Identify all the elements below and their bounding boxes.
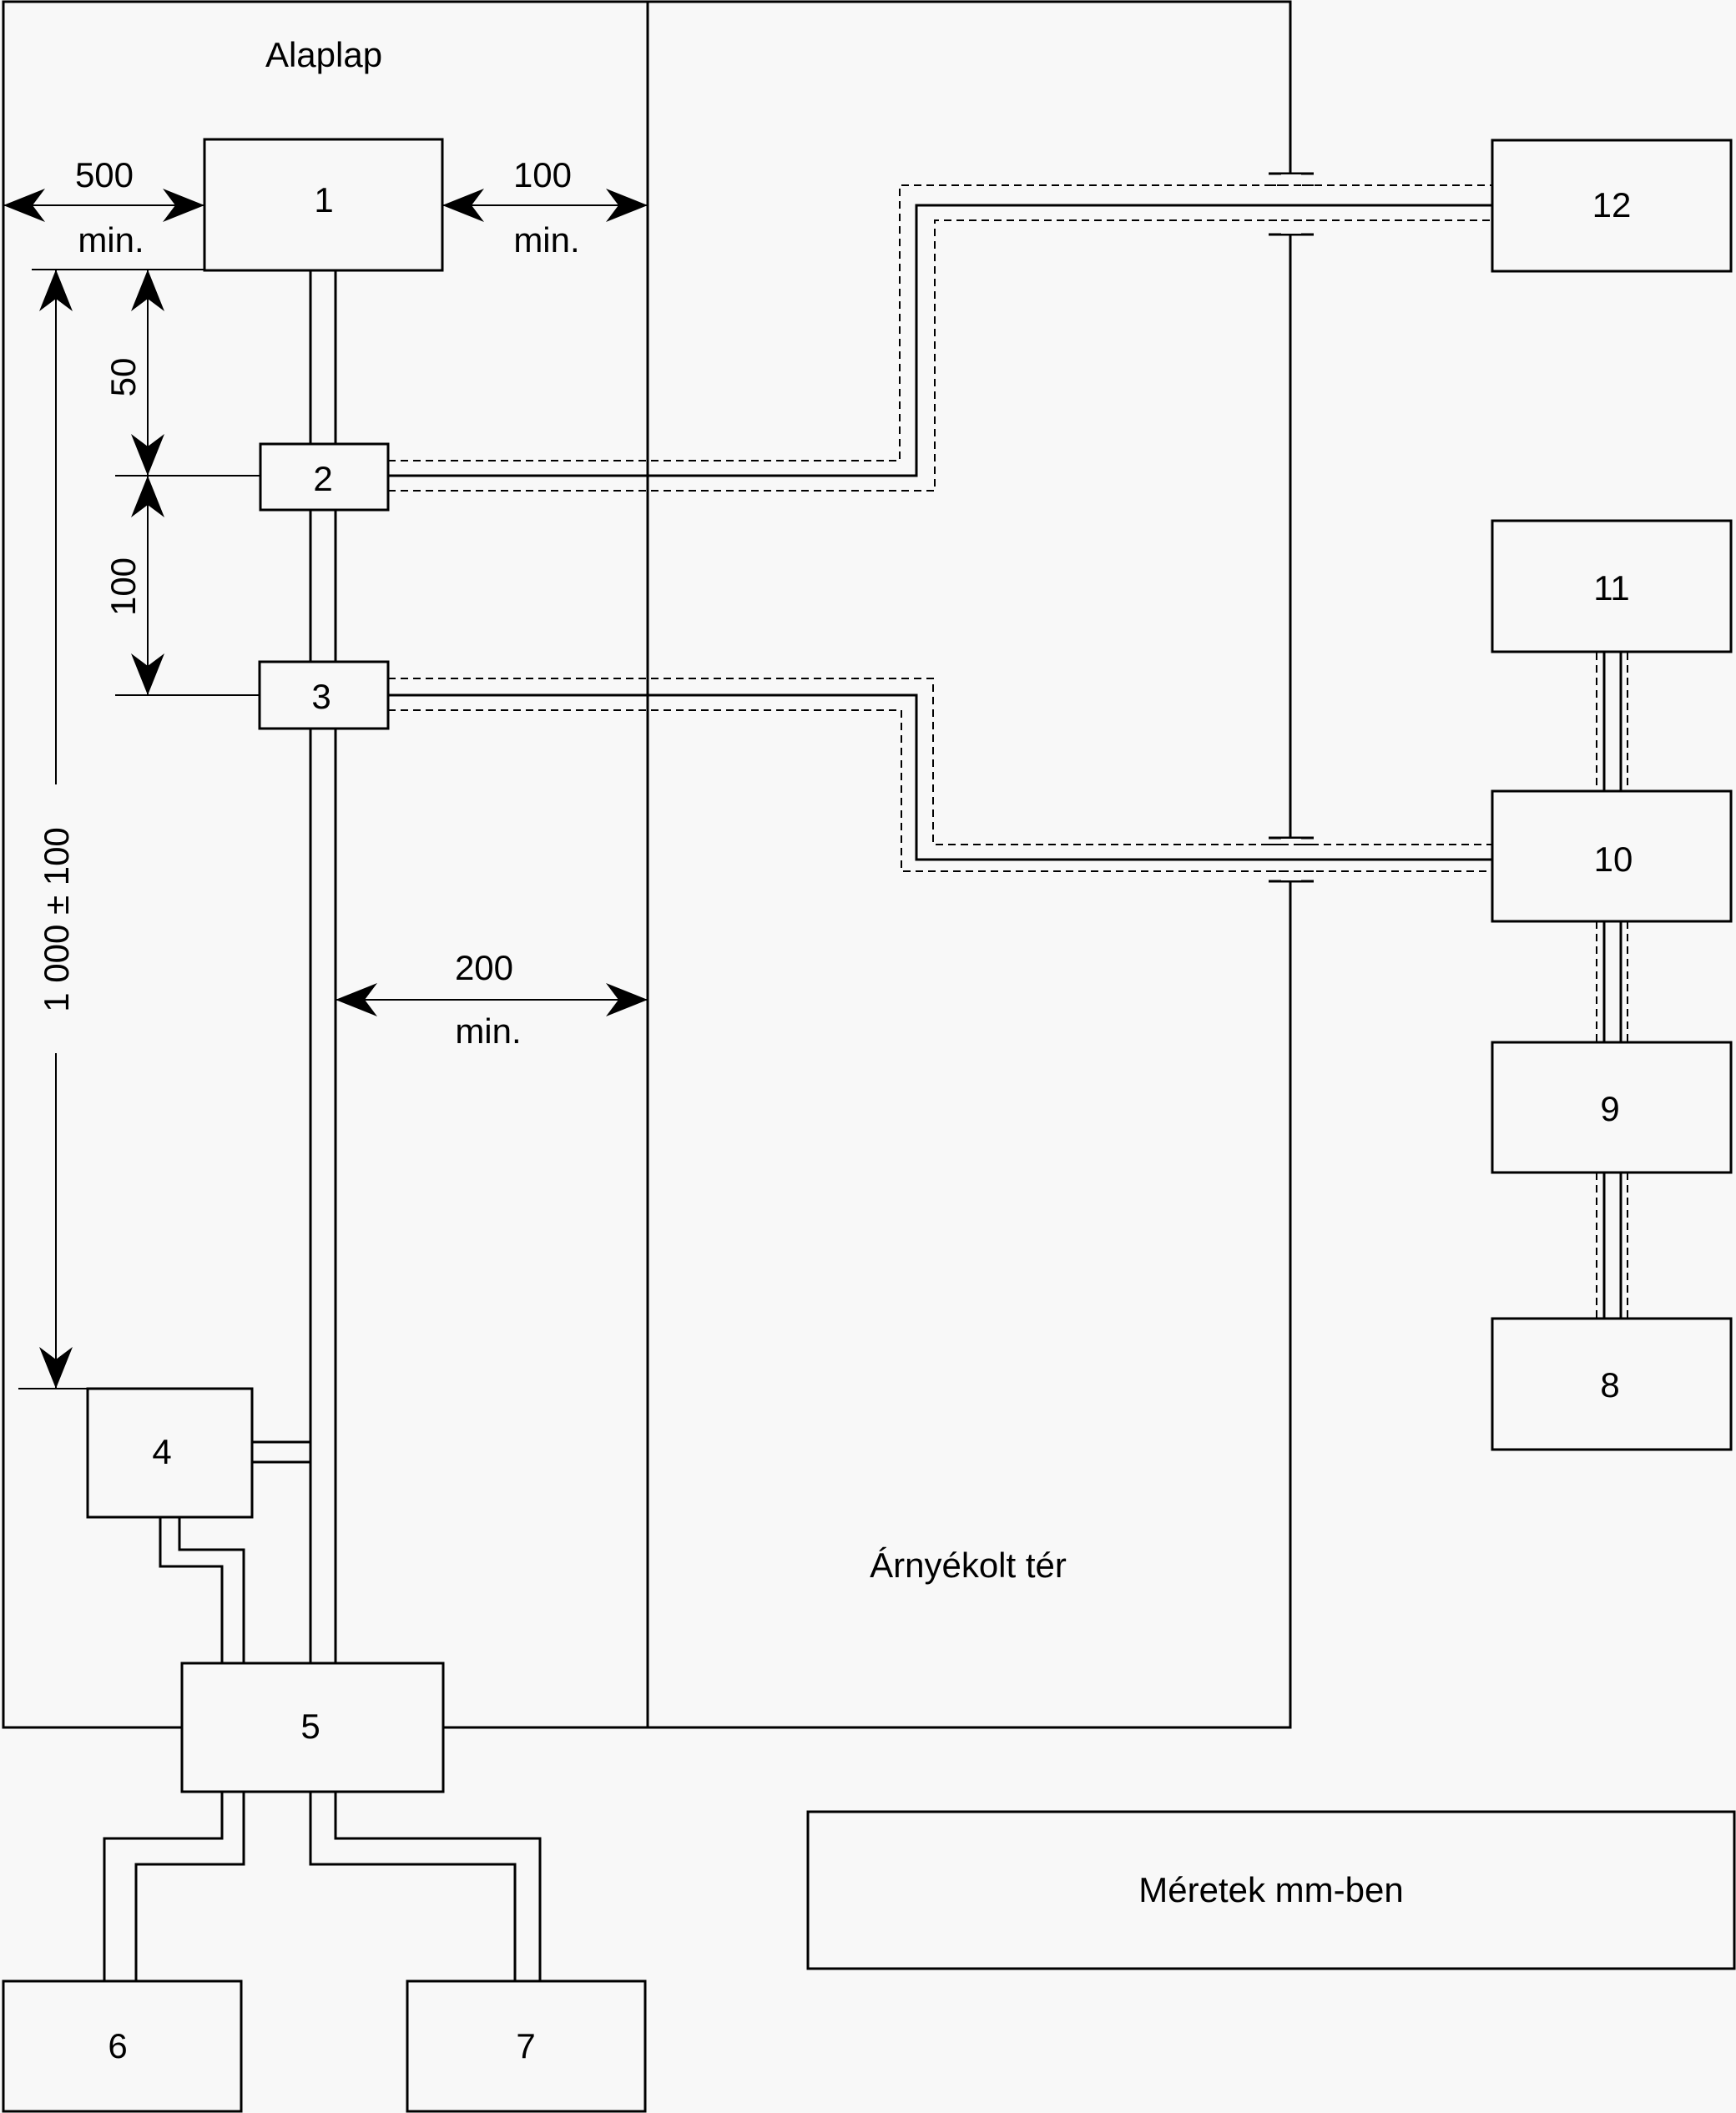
box-1: 1 [203,138,444,272]
box-11: 11 [1491,519,1733,653]
box-4-label: 4 [152,1432,171,1471]
box-1-label: 1 [314,180,333,219]
box-5-label: 5 [300,1707,320,1746]
cable-2-12 [388,184,1492,492]
cable-5-7 [309,1791,542,1981]
dimension-100-side: 100 [103,476,164,695]
box-3-label: 3 [311,677,331,716]
dimension-500-value: 500 [75,155,134,194]
box-6: 6 [2,1979,243,2113]
baseplate-label: Alaplap [265,35,382,74]
dimension-1000: 1 000 ± 100 [37,270,76,1389]
dimension-100-side-value: 100 [103,557,143,616]
box-2: 2 [259,442,390,512]
box-11-label: 11 [1593,568,1630,608]
box-6-label: 6 [108,2026,127,2065]
box-8-label: 8 [1600,1365,1619,1404]
box-5: 5 [180,1662,445,1793]
cable-4-5 [159,1517,245,1663]
box-7-label: 7 [516,2026,535,2065]
dimension-100-value: 100 [513,155,572,194]
shielded-room-label: Árnyékolt tér [870,1546,1067,1585]
box-9-label: 9 [1600,1089,1619,1128]
box-10-label: 10 [1594,840,1633,879]
dimension-1000-value: 1 000 ± 100 [37,827,76,1012]
dimension-200-min: 200 min. [336,948,648,1051]
box-9: 9 [1491,1041,1733,1174]
dimension-500-min: 500 min. [3,155,204,260]
box-8: 8 [1491,1317,1733,1451]
cable-9-8 [1596,1172,1628,1319]
dimension-50: 50 [103,270,164,476]
dimension-200-value: 200 [455,948,513,987]
shielded-room-region [646,0,1292,1729]
dimension-200-min: min. [455,1011,521,1051]
cable-5-6 [103,1791,245,1981]
box-10: 10 [1491,789,1733,923]
dimension-100-min: min. [513,220,579,260]
cable-4-bus [252,1440,310,1464]
box-3: 3 [258,660,390,730]
box-12-label: 12 [1592,185,1632,224]
dimension-100-min: 100 min. [442,155,648,260]
cable-11-10 [1596,653,1628,791]
box-2-label: 2 [313,459,332,498]
cable-3-10 [388,678,1492,872]
units-note-label: Méretek mm-ben [1138,1870,1403,1909]
dimension-50-value: 50 [103,358,143,397]
box-4: 4 [86,1387,254,1519]
box-7: 7 [406,1979,647,2113]
dimension-500-min: min. [78,220,144,260]
cable-10-9 [1596,921,1628,1042]
units-note: Méretek mm-ben [806,1810,1736,1970]
cable-through-wall [1269,184,1314,872]
box-12: 12 [1491,139,1733,273]
